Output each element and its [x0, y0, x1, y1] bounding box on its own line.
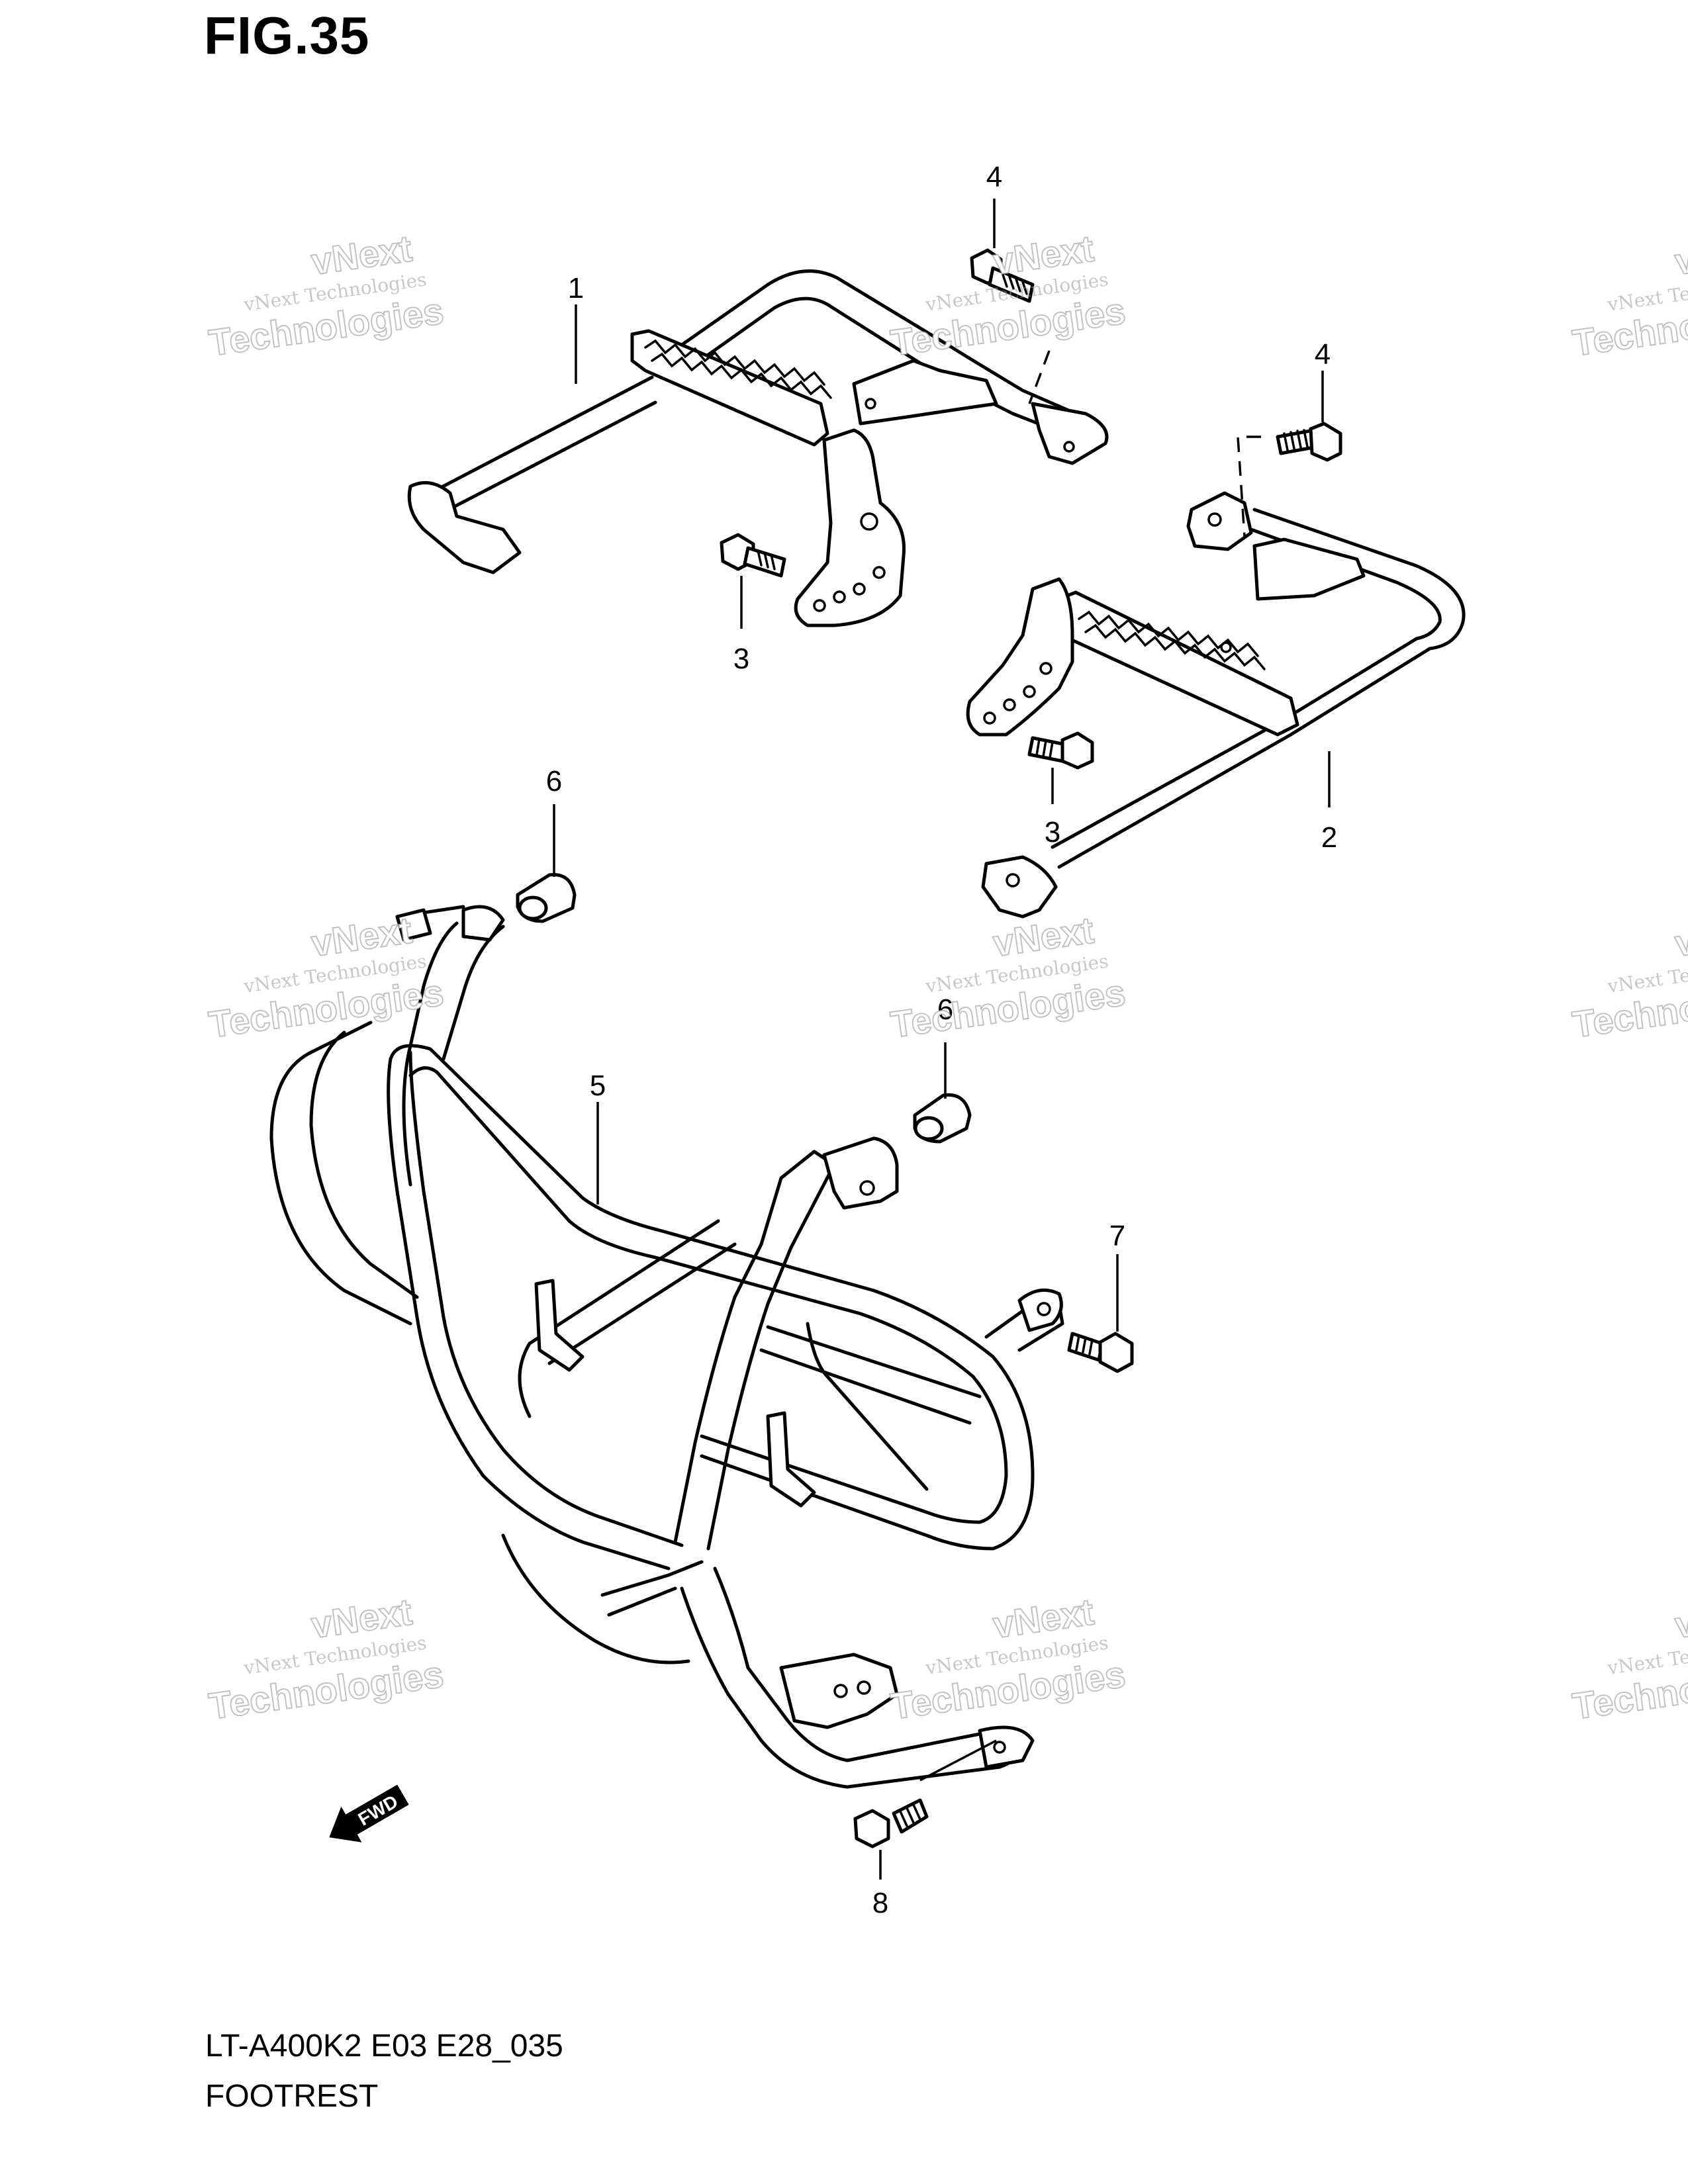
watermark: vNext Technologies vNext Technologies	[206, 226, 447, 364]
callout-5: 5	[590, 1069, 606, 1102]
part-4-bolt-upper	[970, 248, 1051, 404]
callout-7: 7	[1109, 1220, 1125, 1252]
callout-4-upper: 4	[986, 161, 1002, 193]
callout-numbers: 1 2 3 3 4 4 5 6 6 7 8	[546, 161, 1337, 1919]
watermark: vNext Technologies vNext Technologies	[206, 908, 447, 1046]
callout-8: 8	[872, 1887, 888, 1919]
part-8-bolt	[853, 1739, 997, 1848]
watermark: vNext Technologies vNext Technologies	[1570, 1590, 1688, 1727]
watermark: vNext Technologies vNext Technologies	[206, 1590, 447, 1727]
part-4-bolt-right	[1237, 422, 1342, 537]
watermark: vNext Technologies vNext Technologies	[888, 908, 1129, 1046]
callout-6-upper: 6	[546, 765, 562, 797]
part-2-right-footrest	[966, 491, 1466, 919]
figure-title: FIG.35	[204, 6, 370, 65]
watermark: vNext Technologies vNext Technologies	[1570, 226, 1688, 364]
svg-text:vNext: vNext	[1672, 1590, 1688, 1646]
part-7-bolt	[1067, 1332, 1134, 1373]
part-5-front-guard	[269, 905, 1064, 1789]
callout-3-left: 3	[733, 643, 749, 675]
svg-text:vNext: vNext	[1672, 227, 1688, 283]
callout-1: 1	[568, 272, 584, 304]
svg-text:vNext: vNext	[1672, 909, 1688, 964]
callout-2: 2	[1321, 821, 1337, 854]
fwd-direction-arrow: FWD	[329, 1784, 409, 1843]
part-6-cap-upper	[516, 873, 577, 923]
callout-6-lower: 6	[937, 993, 953, 1026]
part-6-cap-lower	[913, 1093, 972, 1144]
watermark: vNext Technologies vNext Technologies	[1570, 908, 1688, 1046]
section-name-caption: FOOTREST	[205, 2079, 379, 2114]
watermarks: vNext Technologies vNext Technologies vN…	[206, 226, 1688, 1727]
model-code-caption: LT-A400K2 E03 E28_035	[205, 2028, 563, 2064]
callout-3-right: 3	[1045, 816, 1060, 848]
part-3-bolt-right	[1027, 731, 1094, 770]
part-1-left-footrest	[407, 269, 1109, 627]
callout-4-right: 4	[1315, 338, 1331, 371]
leader-lines	[553, 199, 1331, 1880]
part-3-bolt-left	[720, 533, 786, 578]
watermark: vNext Technologies vNext Technologies	[888, 1590, 1129, 1727]
watermark: vNext Technologies vNext Technologies	[888, 226, 1129, 364]
